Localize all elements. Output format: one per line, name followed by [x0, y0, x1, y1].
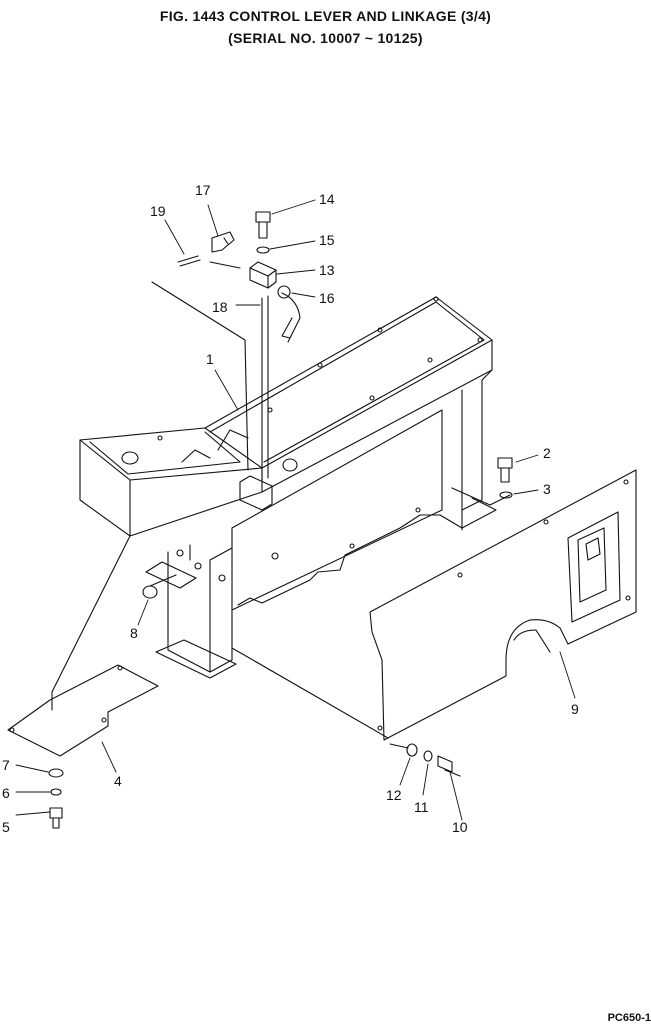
control-lever-rod — [261, 285, 301, 481]
drawing-code: PC650-1 — [607, 1012, 651, 1024]
callout-18: 18 — [212, 299, 228, 315]
callout-2: 2 — [543, 445, 551, 461]
callout-6: 6 — [2, 785, 10, 801]
side-cover-panel — [231, 469, 637, 741]
callout-12: 12 — [386, 787, 402, 803]
callout-labels: 1 2 3 4 5 6 7 8 9 10 11 12 13 14 15 16 1… — [2, 182, 579, 835]
callout-16: 16 — [319, 290, 335, 306]
callout-5: 5 — [2, 819, 10, 835]
leader-lines — [15, 199, 576, 821]
knob — [142, 574, 177, 599]
figure-subtitle: (SERIAL NO. 10007 ~ 10125) — [228, 30, 423, 46]
callout-9: 9 — [571, 701, 579, 717]
panel-hardware-upper — [497, 457, 513, 499]
callout-3: 3 — [543, 481, 551, 497]
callout-17: 17 — [195, 182, 211, 198]
callout-4: 4 — [114, 773, 122, 789]
callout-14: 14 — [319, 191, 335, 207]
callout-1: 1 — [206, 351, 214, 367]
bottom-plate-hardware — [48, 768, 64, 829]
control-box — [79, 296, 511, 679]
callout-15: 15 — [319, 232, 335, 248]
callout-13: 13 — [319, 262, 335, 278]
panel-hardware-lower — [389, 743, 461, 777]
callout-11: 11 — [414, 799, 429, 815]
callout-8: 8 — [130, 625, 138, 641]
bottom-cover-plate — [7, 535, 159, 757]
callout-10: 10 — [452, 819, 468, 835]
lever-top-hardware — [151, 211, 277, 471]
figure-title: FIG. 1443 CONTROL LEVER AND LINKAGE (3/4… — [159, 8, 492, 24]
callout-7: 7 — [2, 757, 10, 773]
callout-19: 19 — [150, 203, 166, 219]
